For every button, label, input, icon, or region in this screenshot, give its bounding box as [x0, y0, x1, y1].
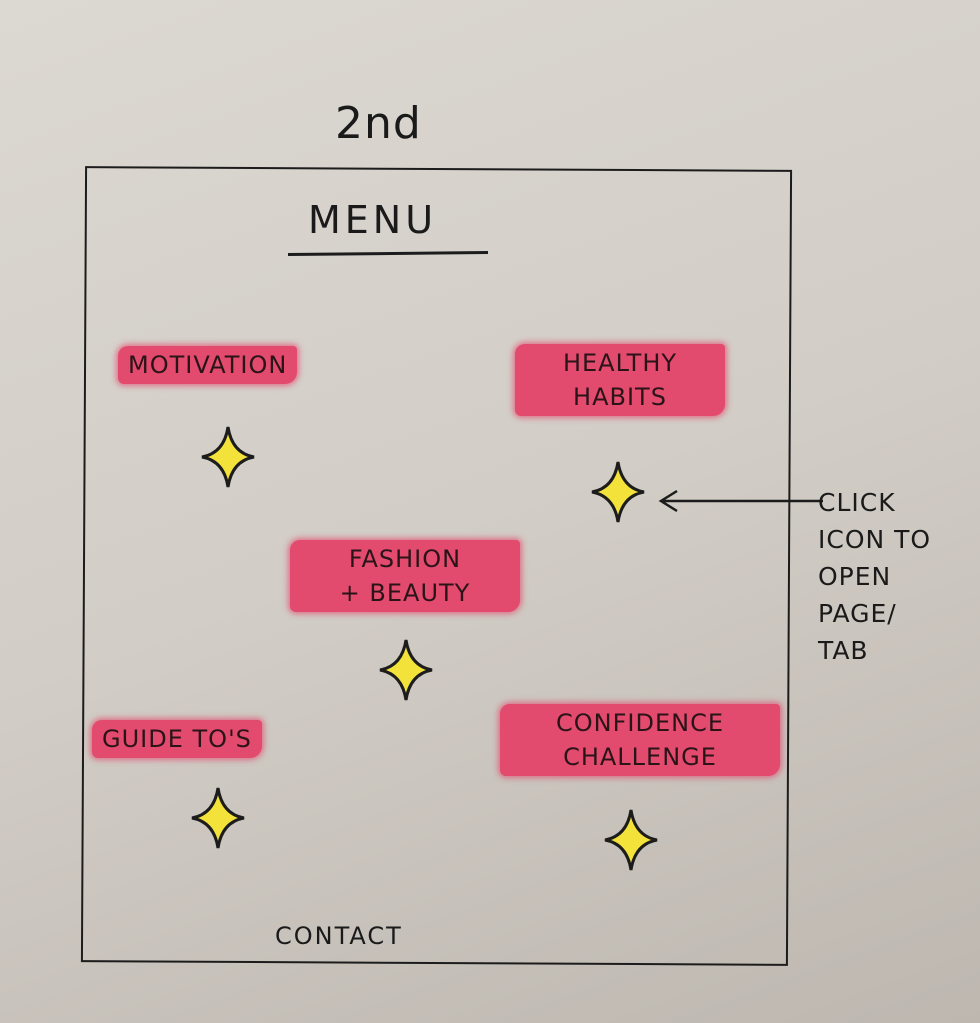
star-icon[interactable]: [590, 460, 646, 524]
arrow-icon: [658, 489, 823, 513]
page-heading: 2nd: [335, 98, 422, 149]
annotation-line: ICON TO: [818, 525, 932, 554]
star-icon[interactable]: [378, 638, 434, 702]
menu-title: MENU: [308, 198, 438, 242]
annotation-line: OPEN: [818, 562, 892, 591]
menu-item-guide-tos[interactable]: GUIDE TO'S: [92, 720, 262, 758]
annotation-line: CLICK: [818, 488, 896, 517]
star-icon[interactable]: [190, 786, 246, 850]
annotation-line: TAB: [818, 636, 869, 665]
star-icon[interactable]: [603, 808, 659, 872]
contact-link[interactable]: CONTACT: [275, 922, 403, 950]
menu-item-fashion-beauty[interactable]: FASHION+ BEAUTY: [290, 540, 520, 612]
annotation-line: PAGE/: [818, 599, 897, 628]
star-icon[interactable]: [200, 425, 256, 489]
menu-item-motivation[interactable]: MOTIVATION: [118, 346, 298, 384]
annotation-note: CLICK ICON TO OPEN PAGE/ TAB: [818, 484, 931, 669]
